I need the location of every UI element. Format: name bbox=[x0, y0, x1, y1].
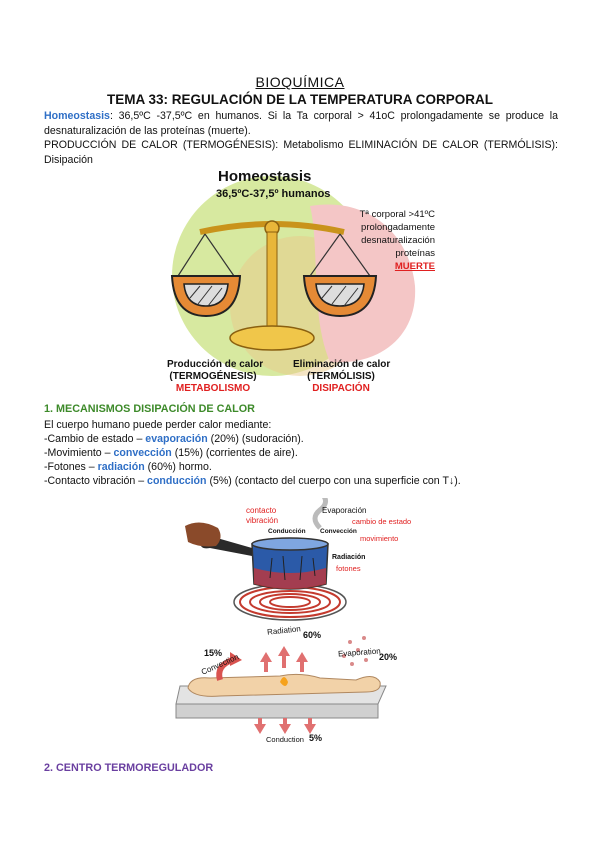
item-suffix: (5%) (contacto del cuerpo con una superf… bbox=[206, 475, 461, 487]
section1-intro: El cuerpo humano puede perder calor medi… bbox=[44, 419, 272, 431]
fig3-convection-pct: 15% bbox=[204, 648, 223, 658]
fig1-subtitle: 36,5ºC-37,5º humanos bbox=[216, 188, 331, 200]
fig1-right-labels: Eliminación de calor (TERMÓLISIS) DISIPA… bbox=[293, 359, 391, 395]
fig1-title: Homeostasis bbox=[218, 168, 312, 185]
fig1-note-line: Tª corporal >41ºC bbox=[359, 209, 435, 220]
balance-pillar bbox=[266, 231, 278, 333]
fig2-conduccion: Conducción bbox=[268, 528, 306, 535]
item-term: evaporación bbox=[145, 433, 208, 445]
fig2-vibracion: vibración bbox=[246, 516, 279, 525]
conduction-arrows bbox=[254, 718, 316, 734]
item-prefix: -Movimiento – bbox=[44, 447, 114, 459]
homeostasis-text: : 36,5ºC -37,5ºC en humanos. Si la Ta co… bbox=[44, 110, 558, 137]
fig1-note-line: prolongadamente bbox=[361, 222, 435, 233]
mechanism-item: -Contacto vibración – conducción (5%) (c… bbox=[44, 474, 461, 488]
mechanism-item: -Movimiento – convección (15%) (corrient… bbox=[44, 446, 298, 460]
mechanism-item: -Fotones – radiación (60%) hormo. bbox=[44, 460, 212, 474]
fig1-note-line: proteínas bbox=[395, 248, 435, 259]
convection-arrowhead bbox=[230, 652, 242, 666]
left-string-2 bbox=[204, 233, 235, 277]
homeostasis-balance-figure bbox=[170, 176, 416, 376]
homeostasis-term: Homeostasis bbox=[44, 110, 110, 122]
fig1-note-death: MUERTE bbox=[394, 261, 435, 272]
fig2-evaporacion: Evaporación bbox=[322, 506, 367, 515]
right-string-2 bbox=[339, 233, 371, 277]
item-term: radiación bbox=[97, 461, 145, 473]
fig2-cambio: cambio de estado bbox=[352, 517, 412, 526]
table-edge bbox=[175, 703, 379, 719]
fig3-conduction: Conduction bbox=[266, 735, 304, 744]
homeostasis-paragraph: Homeostasis: 36,5ºC -37,5ºC en humanos. … bbox=[44, 109, 558, 138]
stove-coil bbox=[239, 586, 341, 618]
fig1-right-label-red: DISIPACIÓN bbox=[312, 383, 370, 394]
item-prefix: -Contacto vibración – bbox=[44, 475, 148, 487]
item-prefix: -Fotones – bbox=[44, 461, 98, 473]
item-suffix: (20%) (sudoración). bbox=[207, 433, 304, 445]
steam bbox=[312, 498, 328, 530]
balance-base bbox=[229, 325, 315, 351]
production-paragraph: PRODUCCIÓN DE CALOR (TERMOGÉNESIS): Meta… bbox=[44, 139, 558, 166]
fig1-left-label: (TERMOGÉNESIS) bbox=[169, 371, 257, 382]
fig2-fotones: fotones bbox=[336, 564, 361, 573]
fig1-left-labels: Producción de calor (TERMOGÉNESIS) METAB… bbox=[167, 359, 264, 395]
item-prefix: -Cambio de estado – bbox=[44, 433, 146, 445]
mechanism-item: -Cambio de estado – evaporación (20%) (s… bbox=[44, 432, 304, 446]
fig3-radiation-pct: 60% bbox=[303, 630, 322, 640]
radiation-arrows bbox=[260, 646, 308, 672]
convection-arrow bbox=[216, 657, 234, 681]
right-pan-inner bbox=[315, 283, 365, 307]
heat-flame bbox=[280, 677, 288, 686]
left-string-1 bbox=[177, 233, 206, 277]
fig3-evaporation-pct: 20% bbox=[379, 652, 398, 662]
item-term: conducción bbox=[147, 475, 207, 487]
right-string-1 bbox=[309, 233, 341, 277]
pot-rim bbox=[251, 537, 329, 551]
convection-arrows bbox=[269, 555, 316, 581]
fig2-contacto: contacto bbox=[246, 506, 277, 515]
fig1-left-label-red: METABOLISMO bbox=[175, 383, 251, 394]
item-term: convección bbox=[113, 447, 172, 459]
fig3-conduction-pct: 5% bbox=[309, 733, 323, 743]
fig2-conveccion: Convección bbox=[320, 528, 357, 535]
hand bbox=[185, 522, 221, 547]
fig2-radiacion: Radiación bbox=[332, 554, 366, 561]
fig1-note: Tª corporal >41ºC prolongadamente desnat… bbox=[355, 208, 435, 273]
pot-heat-transfer-figure bbox=[185, 498, 347, 621]
body-heat-loss-figure bbox=[175, 636, 387, 734]
pan-hatching bbox=[189, 285, 359, 307]
page-title: TEMA 33: REGULACIÓN DE LA TEMPERATURA CO… bbox=[106, 92, 493, 107]
section2-heading: 2. CENTRO TERMOREGULADOR bbox=[44, 762, 214, 774]
left-pan-inner bbox=[183, 283, 229, 307]
evaporation-droplets bbox=[342, 636, 368, 666]
fig1-left-label: Producción de calor bbox=[167, 359, 264, 370]
pot-hot-bottom bbox=[254, 568, 326, 589]
fig2-contacto-labels: contacto vibración bbox=[246, 506, 278, 526]
item-suffix: (60%) hormo. bbox=[144, 461, 212, 473]
section1-heading: 1. MECANISMOS DISIPACIÓN DE CALOR bbox=[44, 403, 255, 415]
item-suffix: (15%) (corrientes de aire). bbox=[171, 447, 298, 459]
fig1-right-label: (TERMÓLISIS) bbox=[307, 371, 375, 382]
fig1-note-line: desnaturalización bbox=[361, 235, 435, 246]
fig2-movimiento: movimiento bbox=[360, 534, 399, 543]
subject-title: BIOQUÍMICA bbox=[255, 74, 345, 90]
fig1-right-label: Eliminación de calor bbox=[293, 359, 391, 370]
